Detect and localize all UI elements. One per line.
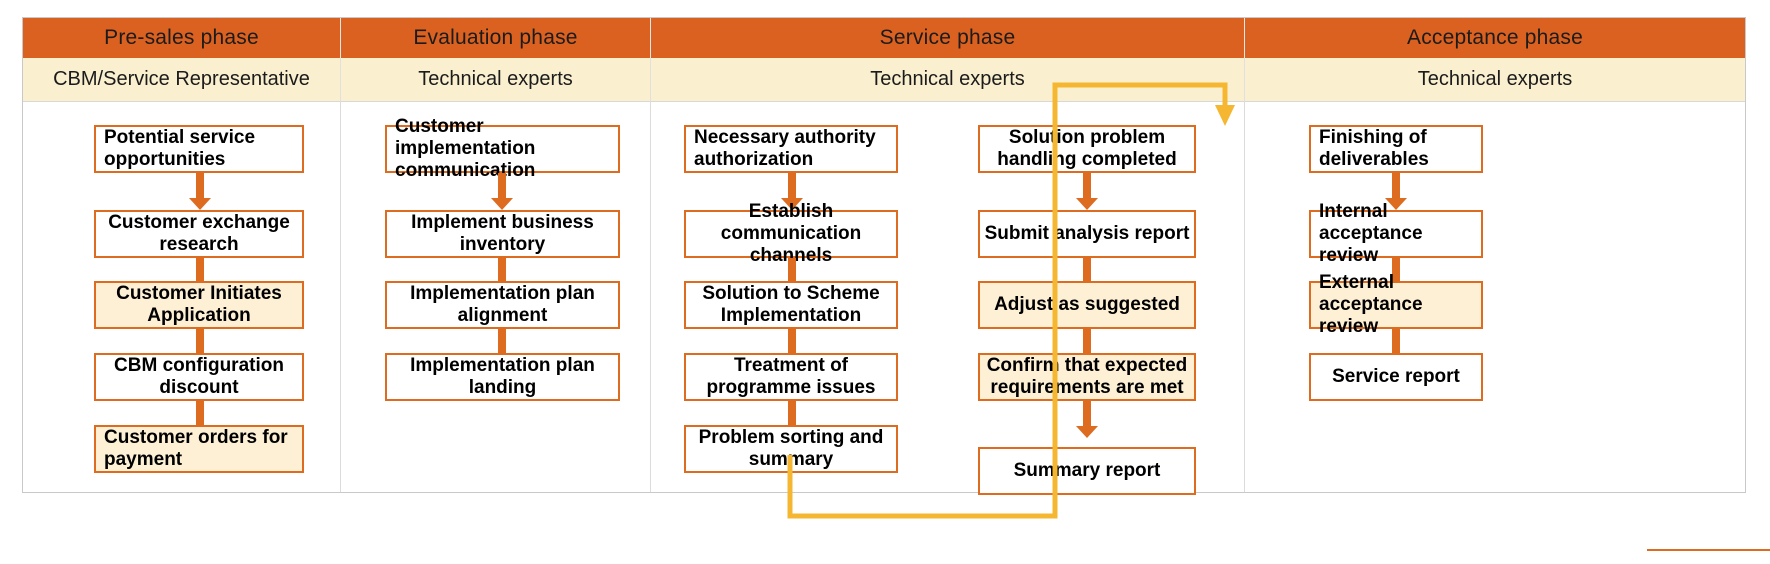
step-box[interactable]: Implementation plan landing <box>385 353 620 401</box>
step-box[interactable]: Treatment of programme issues <box>684 353 898 401</box>
role-header-acceptance: Technical experts <box>1245 58 1745 102</box>
column-acceptance: Finishing of deliverables Internal accep… <box>1245 102 1745 492</box>
step-box[interactable]: Problem sorting and summary <box>684 425 898 473</box>
step-box[interactable]: Potential service opportunities <box>94 125 304 173</box>
step-box[interactable]: Solution problem handling completed <box>978 125 1196 173</box>
step-box[interactable]: Customer Initiates Application <box>94 281 304 329</box>
step-box[interactable]: Customer implementation communication <box>385 116 620 181</box>
step-box[interactable]: Confirm that expected requirements are m… <box>978 353 1196 401</box>
phase-header-evaluation: Evaluation phase <box>341 18 651 58</box>
step-box[interactable]: Solution to Scheme Implementation <box>684 281 898 329</box>
step-box[interactable]: Customer exchange research <box>94 210 304 258</box>
phase-header-service: Service phase <box>651 18 1245 58</box>
arrow-down-icon <box>189 173 211 210</box>
arrow-down-icon <box>1076 401 1098 438</box>
step-box[interactable]: Service report <box>1309 353 1483 401</box>
column-evaluation: Customer implementation communication Im… <box>341 102 651 492</box>
diagram-frame: Pre-sales phase Evaluation phase Service… <box>22 17 1746 495</box>
flow-body: Potential service opportunities Customer… <box>23 102 1745 495</box>
step-box[interactable]: Adjust as suggested <box>978 281 1196 329</box>
step-box[interactable]: Finishing of deliverables <box>1309 125 1483 173</box>
phase-header-row: Pre-sales phase Evaluation phase Service… <box>23 18 1745 58</box>
role-header-service: Technical experts <box>651 58 1245 102</box>
role-header-row: CBM/Service Representative Technical exp… <box>23 58 1745 102</box>
phase-header-pre-sales: Pre-sales phase <box>23 18 341 58</box>
step-box[interactable]: Internal acceptance review <box>1309 201 1483 266</box>
role-header-evaluation: Technical experts <box>341 58 651 102</box>
step-box[interactable]: External acceptance review <box>1309 272 1483 337</box>
step-box[interactable]: Implement business inventory <box>385 210 620 258</box>
role-header-pre-sales: CBM/Service Representative <box>23 58 341 102</box>
phase-header-acceptance: Acceptance phase <box>1245 18 1745 58</box>
step-box[interactable]: Submit analysis report <box>978 210 1196 258</box>
column-service: Necessary authority authorization Establ… <box>651 102 1245 495</box>
step-box[interactable]: Implementation plan alignment <box>385 281 620 329</box>
arrow-down-icon <box>1076 173 1098 210</box>
bottom-accent-rule <box>1647 549 1770 551</box>
step-box[interactable]: Establish communication channels <box>684 201 898 266</box>
step-box[interactable]: Necessary authority authorization <box>684 125 898 173</box>
step-box[interactable]: CBM configuration discount <box>94 353 304 401</box>
step-box[interactable]: Summary report <box>978 447 1196 495</box>
column-pre-sales: Potential service opportunities Customer… <box>23 102 341 492</box>
step-box[interactable]: Customer orders for payment <box>94 425 304 473</box>
